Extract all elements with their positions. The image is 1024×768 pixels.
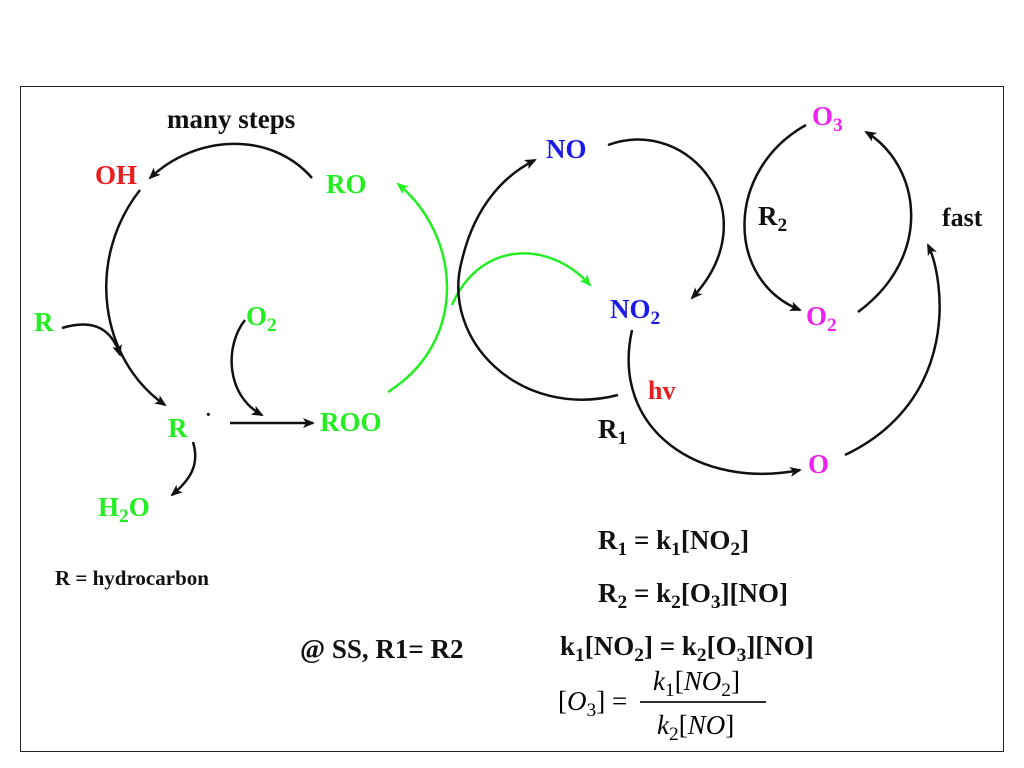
arrow-no2-to-o <box>627 329 802 477</box>
fraction-lhs: [O3] = <box>558 686 628 722</box>
o2-green-label: O2 <box>246 301 277 337</box>
arrow-o3-to-o2 <box>743 123 807 312</box>
arrow-green-to-no2 <box>450 252 592 306</box>
roo-label: ROO <box>320 407 382 437</box>
arrow-ro-to-oh <box>148 142 313 180</box>
arrow-no-to-no2 <box>607 138 725 300</box>
no-label: NO <box>546 134 587 164</box>
rate-equation-r1: R1 = k1[NO2] <box>598 525 750 561</box>
arrow-roo-to-ro <box>387 182 449 394</box>
many-steps-label: many steps <box>167 104 296 134</box>
h2o-label: H2O <box>98 492 150 528</box>
arrow-oh-to-r-radical <box>105 189 167 407</box>
arrow-r-to-cycle <box>61 323 122 357</box>
arrow-r1-to-no <box>457 158 619 401</box>
fraction-numerator: k1[NO2] <box>653 666 740 702</box>
o3-label: O3 <box>812 101 843 137</box>
r1-label: R1 <box>598 414 628 450</box>
no2-label: NO2 <box>610 294 661 330</box>
r-definition: R = hydrocarbon <box>55 566 209 590</box>
fraction-denominator: k2[NO] <box>657 710 735 746</box>
hv-label: hv <box>648 376 676 405</box>
r2-label: R2 <box>758 201 788 237</box>
rate-equation-r2: R2 = k2[O3][NO] <box>598 578 789 614</box>
r-label: R <box>34 307 54 337</box>
diagram-frame <box>20 86 1004 752</box>
steady-state-equation: k1[NO2] = k2[O3][NO] <box>560 631 814 667</box>
arrow-o2-in <box>230 319 264 417</box>
arrow-o-to-o3 <box>844 243 941 457</box>
r-radical-label: R <box>168 413 188 443</box>
steady-state-condition: @ SS, R1= R2 <box>300 634 464 664</box>
fast-label: fast <box>942 203 983 232</box>
radical-dot: · <box>205 404 212 426</box>
ro-label: RO <box>326 169 367 199</box>
arrow-r-to-h2o <box>170 441 197 497</box>
arrow-o2-to-o3 <box>857 130 913 314</box>
o-atom-label: O <box>808 449 830 479</box>
o2-magenta-label: O2 <box>806 301 837 337</box>
oh-label: OH <box>95 160 138 190</box>
